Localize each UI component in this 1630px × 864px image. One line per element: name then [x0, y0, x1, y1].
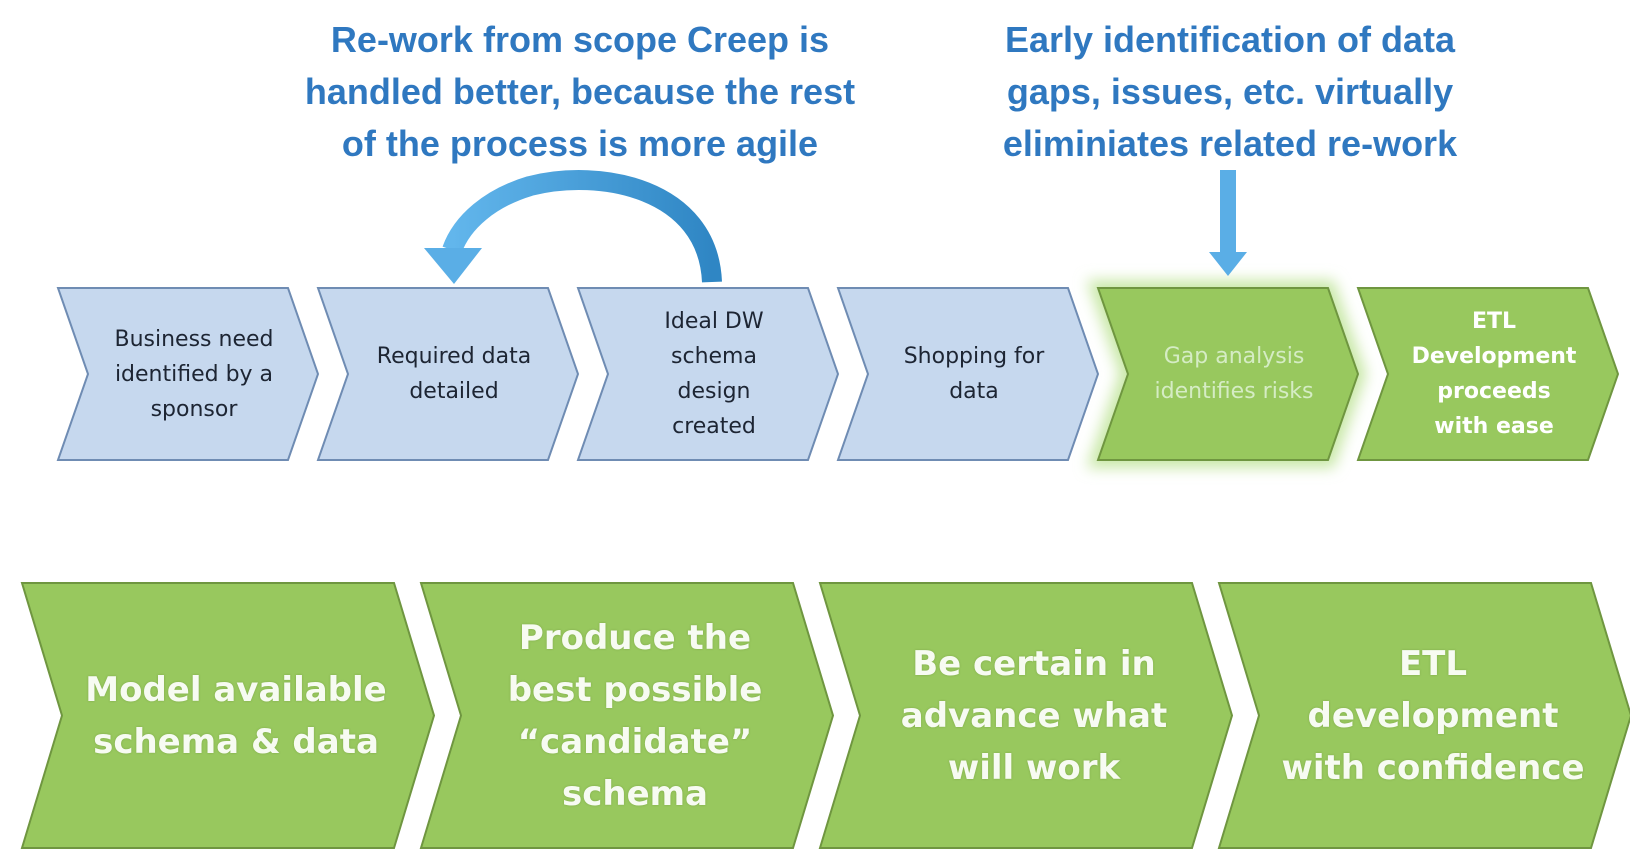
step-label: Model available schema & data [85, 664, 386, 768]
step-label-line: detailed [409, 379, 499, 404]
step-label-line: advance what [900, 695, 1168, 736]
step-label: Produce the best possible “candidate” schem… [508, 612, 763, 820]
step-label-line: Required data [376, 344, 532, 369]
step-label-line: design [677, 379, 751, 404]
caption-line: Early identification of data [1004, 19, 1456, 60]
bottom-chevron-shape [818, 582, 1234, 849]
top-chevron-shape [56, 287, 320, 461]
caption-line: gaps, issues, etc. virtually [1006, 71, 1454, 112]
step-label-line: Produce the [518, 617, 752, 658]
top-process-step: Business need identified by a sponsor [88, 288, 300, 460]
step-label-line: ETL [1471, 309, 1517, 334]
step-label-line: schema & data [93, 721, 379, 762]
bottom-process-step: ETL development with confidence [1259, 583, 1607, 848]
step-label-line: sponsor [150, 396, 238, 422]
step-label-line: proceeds [1437, 379, 1551, 404]
top-chevron-shape [316, 287, 580, 461]
step-label-line: with ease [1434, 414, 1554, 439]
caption-line: handled better, because the rest [304, 71, 856, 112]
top-process-step: Shopping for data [868, 288, 1080, 460]
caption-early-identification: Early identification of data gaps, issue… [930, 14, 1530, 170]
step-label: Shopping for data [904, 339, 1045, 409]
step-label-line: schema [671, 344, 757, 369]
curved-arrow-back-icon [424, 170, 722, 284]
bottom-chevron-shape [1217, 582, 1630, 849]
step-label-line: will work [947, 747, 1121, 788]
step-label-line: with confidence [1281, 747, 1585, 788]
step-label-line: Be certain in [912, 643, 1156, 684]
step-label: Gap analysis identifies risks [1155, 339, 1314, 409]
caption-scope-creep: Re-work from scope Creep is handled bett… [240, 14, 920, 170]
top-process-step: Gap analysis identifies risks [1128, 288, 1340, 460]
step-label-line: ETL [1398, 643, 1468, 684]
step-label-line: development [1307, 695, 1559, 736]
top-chevron-shape [1356, 287, 1620, 461]
step-label-line: identified by a [114, 361, 274, 387]
step-label-line: Business need [114, 326, 274, 352]
caption-line: eliminiates related re-work [1002, 123, 1458, 164]
step-label-line: Gap analysis [1163, 344, 1305, 369]
caption-line: of the process is more agile [341, 123, 819, 164]
top-process-step: ETL Development proceeds with ease [1388, 288, 1600, 460]
bottom-process-step: Be certain in advance what will work [860, 583, 1208, 848]
step-label-line: Model available [85, 669, 387, 710]
step-label-line: identifies risks [1154, 379, 1314, 404]
step-label-line: created [672, 414, 756, 439]
step-label-line: Shopping for [903, 344, 1045, 369]
bottom-process-step: Produce the best possible “candidate” schem… [461, 583, 809, 848]
top-chevron-shape [1096, 287, 1360, 461]
step-label-line: “candidate” [517, 721, 753, 762]
down-arrow-icon [1209, 170, 1247, 276]
step-label: ETL development with confidence [1281, 638, 1584, 794]
step-label-line: schema [561, 773, 708, 814]
top-process-step: Required data detailed [348, 288, 560, 460]
step-label: Ideal DW schema design created [664, 304, 763, 444]
step-label: ETL Development proceeds with ease [1412, 304, 1577, 444]
top-process-step: Ideal DW schema design created [608, 288, 820, 460]
bottom-chevron-shape [20, 582, 436, 849]
step-label-line: Development [1411, 344, 1577, 369]
step-label-line: best possible [507, 669, 763, 710]
bottom-chevron-shape [419, 582, 835, 849]
step-label-line: Ideal DW [664, 309, 764, 334]
step-label: Be certain in advance what will work [901, 638, 1167, 794]
caption-line: Re-work from scope Creep is [330, 19, 830, 60]
step-label: Required data detailed [377, 339, 531, 409]
bottom-process-step: Model available schema & data [62, 583, 410, 848]
top-chevron-shape [576, 287, 840, 461]
top-chevron-shape [836, 287, 1100, 461]
step-label: Business need identified by a sponsor [115, 322, 274, 427]
step-label-line: data [949, 379, 999, 404]
